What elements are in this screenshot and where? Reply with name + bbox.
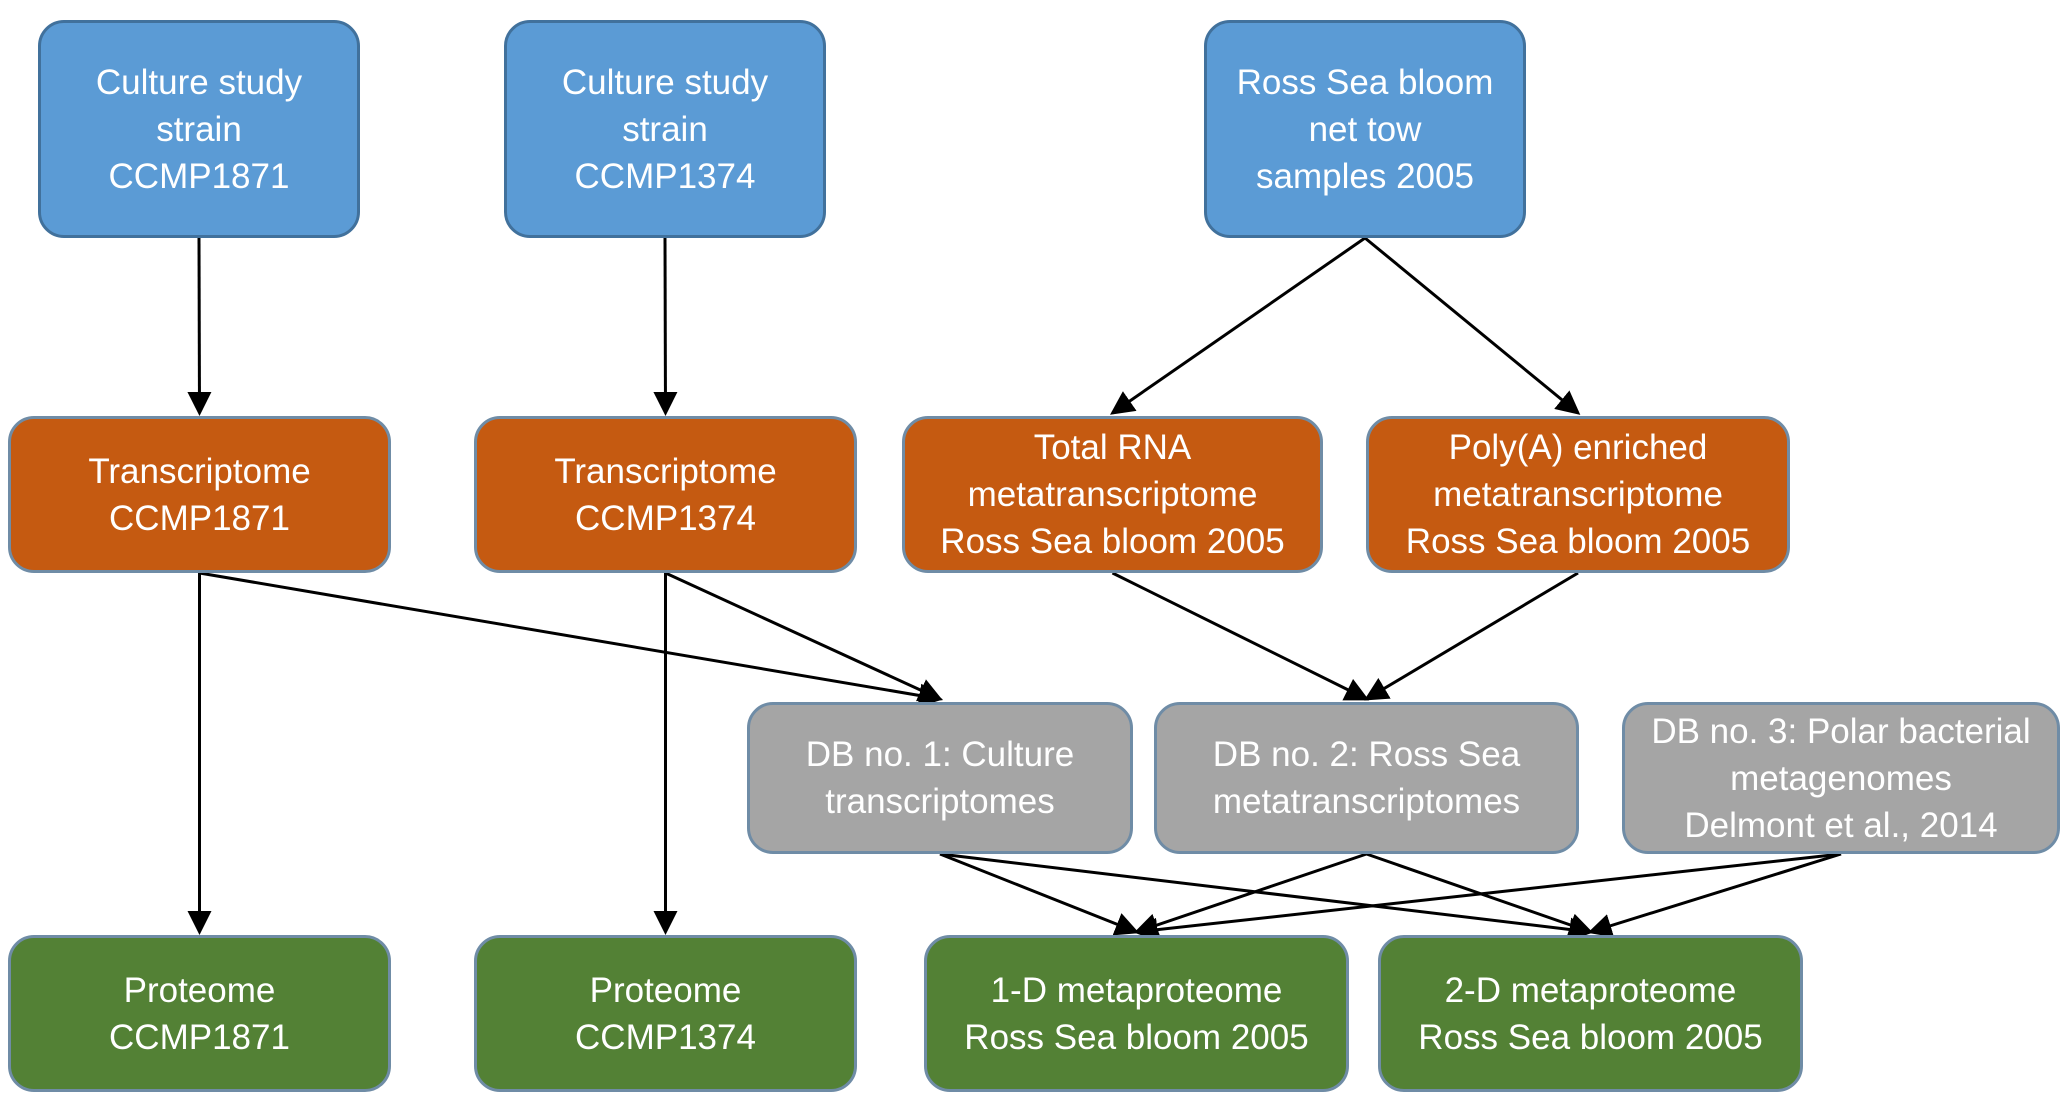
arrow-db1-to-metaproteome_1d	[939, 852, 1140, 936]
arrow-culture_1871-to-transcriptome_1871	[187, 237, 212, 416]
culture-study-ccmp1871-label: Culture study strain CCMP1871	[95, 62, 303, 196]
arrow-transcriptome_1374-to-db1	[664, 571, 943, 702]
arrow-total_rna_metatranscriptome-to-db2	[1111, 571, 1370, 701]
polya-metatranscriptome-node: Poly(A) enriched metatranscriptome Ross …	[1366, 416, 1790, 573]
db1-label: DB no. 1: Culture transcriptomes	[805, 735, 1075, 821]
transcriptome-ccmp1871-node: Transcriptome CCMP1871	[8, 416, 391, 573]
total-rna-metatranscriptome-node: Total RNA metatranscriptome Ross Sea blo…	[902, 416, 1323, 573]
db2-ross-sea-metatranscriptomes-node: DB no. 2: Ross Sea metatranscriptomes	[1154, 702, 1579, 854]
polya-metatranscriptome-label: Poly(A) enriched metatranscriptome Ross …	[1405, 428, 1751, 561]
proteome-ccmp1374-label: Proteome CCMP1374	[575, 970, 756, 1057]
arrow-culture_1374-to-transcriptome_1374	[653, 237, 678, 416]
transcriptome-ccmp1374-node: Transcriptome CCMP1374	[474, 416, 857, 573]
ross-sea-samples-label: Ross Sea bloom net tow samples 2005	[1236, 62, 1494, 196]
arrow-ross_sea_samples-to-total_rna_metatranscriptome	[1110, 236, 1366, 415]
arrow-db3-to-metaproteome_1d	[1133, 852, 1842, 942]
transcriptome-ccmp1871-label: Transcriptome CCMP1871	[88, 451, 311, 538]
proteome-ccmp1871-node: Proteome CCMP1871	[8, 935, 391, 1092]
db3-polar-bacterial-metagenomes-node: DB no. 3: Polar bacterial metagenomes De…	[1622, 702, 2060, 854]
proteome-ccmp1374-node: Proteome CCMP1374	[474, 935, 857, 1092]
arrow-db1-to-metaproteome_2d	[939, 852, 1594, 942]
metaproteome-1d-node: 1-D metaproteome Ross Sea bloom 2005	[924, 935, 1349, 1092]
proteome-ccmp1871-label: Proteome CCMP1871	[109, 970, 290, 1057]
transcriptome-ccmp1374-label: Transcriptome CCMP1374	[554, 451, 777, 538]
arrow-transcriptome_1871-to-db1	[199, 571, 943, 708]
culture-study-ccmp1374-node: Culture study strain CCMP1374	[504, 20, 826, 238]
arrow-db3-to-metaproteome_2d	[1587, 852, 1842, 938]
arrow-polya_metatranscriptome-to-db2	[1363, 571, 1579, 701]
db2-label: DB no. 2: Ross Sea metatranscriptomes	[1212, 735, 1521, 821]
db3-label: DB no. 3: Polar bacterial metagenomes De…	[1651, 711, 2031, 845]
metaproteome-1d-label: 1-D metaproteome Ross Sea bloom 2005	[964, 970, 1309, 1057]
arrow-db2-to-metaproteome_1d	[1133, 852, 1367, 937]
ross-sea-samples-node: Ross Sea bloom net tow samples 2005	[1204, 20, 1526, 238]
db1-culture-transcriptomes-node: DB no. 1: Culture transcriptomes	[747, 702, 1133, 854]
arrow-ross_sea_samples-to-polya_metatranscriptome	[1364, 236, 1581, 415]
total-rna-metatranscriptome-label: Total RNA metatranscriptome Ross Sea blo…	[940, 428, 1285, 561]
culture-study-ccmp1871-node: Culture study strain CCMP1871	[38, 20, 360, 238]
metaproteome-2d-label: 2-D metaproteome Ross Sea bloom 2005	[1418, 970, 1763, 1057]
metaproteome-2d-node: 2-D metaproteome Ross Sea bloom 2005	[1378, 935, 1803, 1092]
culture-study-ccmp1374-label: Culture study strain CCMP1374	[561, 62, 769, 196]
